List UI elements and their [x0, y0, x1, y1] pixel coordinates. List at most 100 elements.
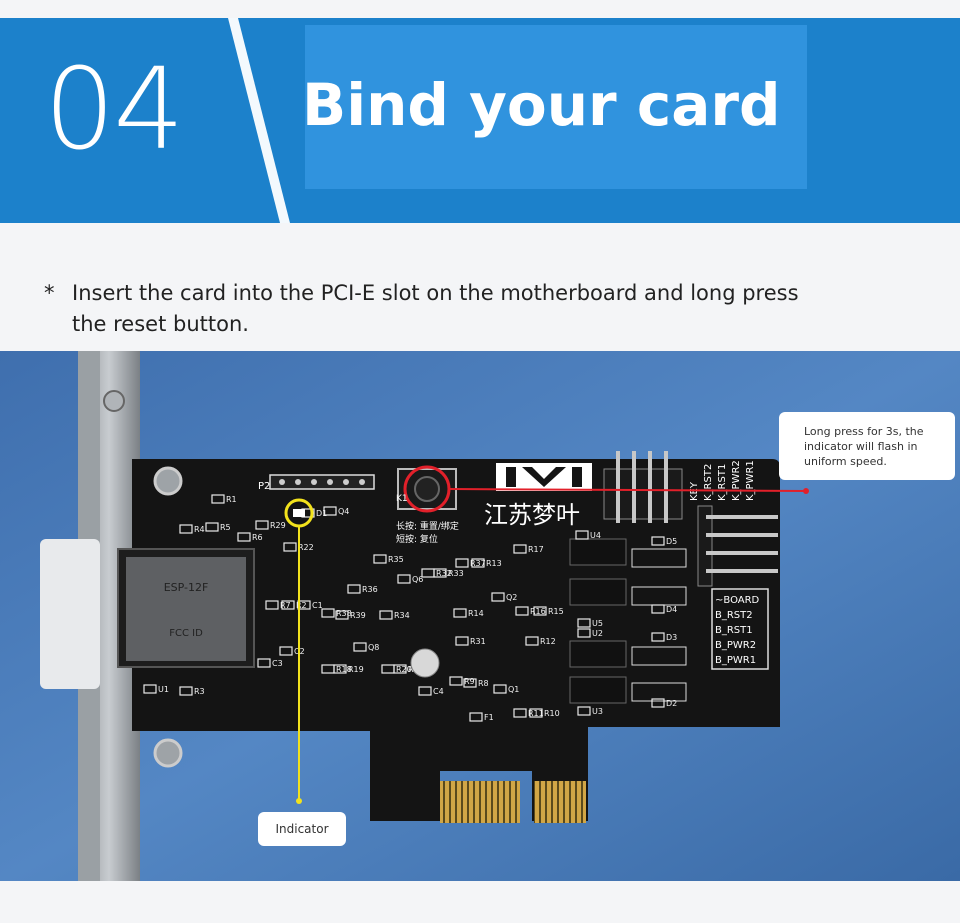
smd-pad	[513, 544, 527, 554]
smd-pad	[281, 600, 295, 610]
svg-text:K_PWR1: K_PWR1	[745, 460, 756, 501]
smd-label: C4	[433, 687, 444, 696]
smd-label: R34	[394, 611, 410, 620]
svg-text:江苏梦叶: 江苏梦叶	[484, 501, 580, 529]
wifi-module: ESP-12F FCC ID	[117, 548, 255, 668]
smd-pad	[463, 678, 477, 688]
reset-button-k1: K1 长按: 重置/绑定 短按: 复位	[396, 465, 459, 545]
smd-pad	[455, 558, 469, 568]
smd-label: R17	[528, 545, 544, 554]
smd-label: R6	[252, 533, 263, 542]
smd-label: R29	[270, 521, 286, 530]
instruction-line-1: Insert the card into the PCI-E slot on t…	[72, 281, 799, 305]
smd-pad	[651, 604, 665, 614]
long-press-callout: Long press for 3s, the indicator will fl…	[779, 412, 955, 480]
smd-label: R35	[388, 555, 404, 564]
smd-label: C3	[272, 659, 283, 668]
smd-label: R3	[194, 687, 205, 696]
smd-label: U1	[158, 685, 169, 694]
svg-text:B_PWR1: B_PWR1	[715, 655, 756, 666]
smd-pad	[651, 632, 665, 642]
smd-label: R10	[544, 709, 560, 718]
svg-text:B_PWR2: B_PWR2	[715, 640, 756, 651]
smd-pad	[577, 618, 591, 628]
banner-diagonal-divider	[228, 18, 290, 223]
smd-label: R32	[436, 569, 452, 578]
page-title: Bind your card	[302, 71, 781, 139]
indicator-callout: Indicator	[258, 812, 346, 846]
svg-text:ESP-12F: ESP-12F	[164, 581, 209, 594]
smd-label: R31	[470, 637, 486, 646]
smd-pad	[449, 676, 463, 686]
brand-logo: 江苏梦叶	[484, 463, 592, 529]
smd-pad	[651, 536, 665, 546]
svg-text:B_RST1: B_RST1	[715, 625, 753, 636]
smd-label: F1	[484, 713, 494, 722]
smd-label: Q8	[368, 643, 379, 652]
smd-pad	[255, 520, 269, 530]
title-box	[305, 25, 807, 189]
smd-pad	[471, 558, 485, 568]
smd-pad	[211, 494, 225, 504]
smd-label: Q6	[412, 575, 423, 584]
long-press-line-3: uniform speed.	[804, 455, 887, 468]
svg-text:K1: K1	[396, 494, 408, 504]
pin-header-p2: P2	[258, 474, 375, 492]
smd-pad	[397, 574, 411, 584]
smd-pad	[433, 568, 447, 578]
smd-pad	[513, 708, 527, 718]
svg-text:P2: P2	[258, 481, 270, 492]
smd-label: R12	[540, 637, 556, 646]
smd-label: D3	[666, 633, 677, 642]
smd-pad	[577, 706, 591, 716]
smd-label: Q2	[506, 593, 517, 602]
smd-pad	[205, 522, 219, 532]
relay-chips	[569, 538, 687, 704]
smd-label: R22	[298, 543, 314, 552]
smd-pad	[577, 628, 591, 638]
gold-fingers-1	[440, 781, 520, 823]
smd-pad	[453, 608, 467, 618]
bullet-asterisk: *	[44, 281, 55, 305]
pcie-card-illustration: ESP-12F FCC ID P2 K1 长按: 重置/绑定 短按: 复位	[0, 351, 960, 881]
svg-text:长按: 重置/绑定: 长按: 重置/绑定	[396, 520, 459, 532]
smd-label: R20	[396, 665, 412, 674]
smd-label: R15	[548, 607, 564, 616]
smd-label: Q1	[508, 685, 519, 694]
smd-label: R8	[478, 679, 489, 688]
svg-text:K_PWR2: K_PWR2	[731, 460, 742, 501]
product-photo: ESP-12F FCC ID P2 K1 长按: 重置/绑定 短按: 复位	[0, 351, 960, 881]
smd-label: U2	[592, 629, 603, 638]
indicator-led	[293, 509, 305, 517]
smd-pad	[237, 532, 251, 542]
smd-pad	[575, 530, 589, 540]
svg-text:K_RST1: K_RST1	[717, 464, 728, 501]
smd-label: R16	[530, 607, 546, 616]
instruction-line-2: the reset button.	[72, 312, 249, 336]
smd-pad	[529, 708, 543, 718]
smd-label: R2	[296, 601, 307, 610]
smd-pad	[393, 664, 407, 674]
smd-label: U4	[590, 531, 601, 540]
smd-pad	[533, 606, 547, 616]
smd-label: U5	[592, 619, 603, 628]
smd-pad	[347, 584, 361, 594]
smd-label: R19	[348, 665, 364, 674]
reset-callout-line	[448, 488, 807, 492]
smd-label: R11	[528, 709, 544, 718]
smd-pad	[265, 600, 279, 610]
smd-label: R18	[336, 665, 352, 674]
smd-label: D4	[666, 605, 677, 614]
instruction-text: * Insert the card into the PCI-E slot on …	[44, 278, 924, 340]
smd-pad	[469, 712, 483, 722]
smd-pad	[279, 646, 293, 656]
smd-label: R7	[280, 601, 291, 610]
gold-fingers-2	[534, 781, 586, 823]
smd-pad	[379, 610, 393, 620]
smd-label: D5	[666, 537, 677, 546]
smd-pad	[143, 684, 157, 694]
reset-callout-dot	[803, 488, 809, 494]
smd-pad	[525, 636, 539, 646]
smd-label: R33	[448, 569, 464, 578]
smd-pad	[491, 592, 505, 602]
